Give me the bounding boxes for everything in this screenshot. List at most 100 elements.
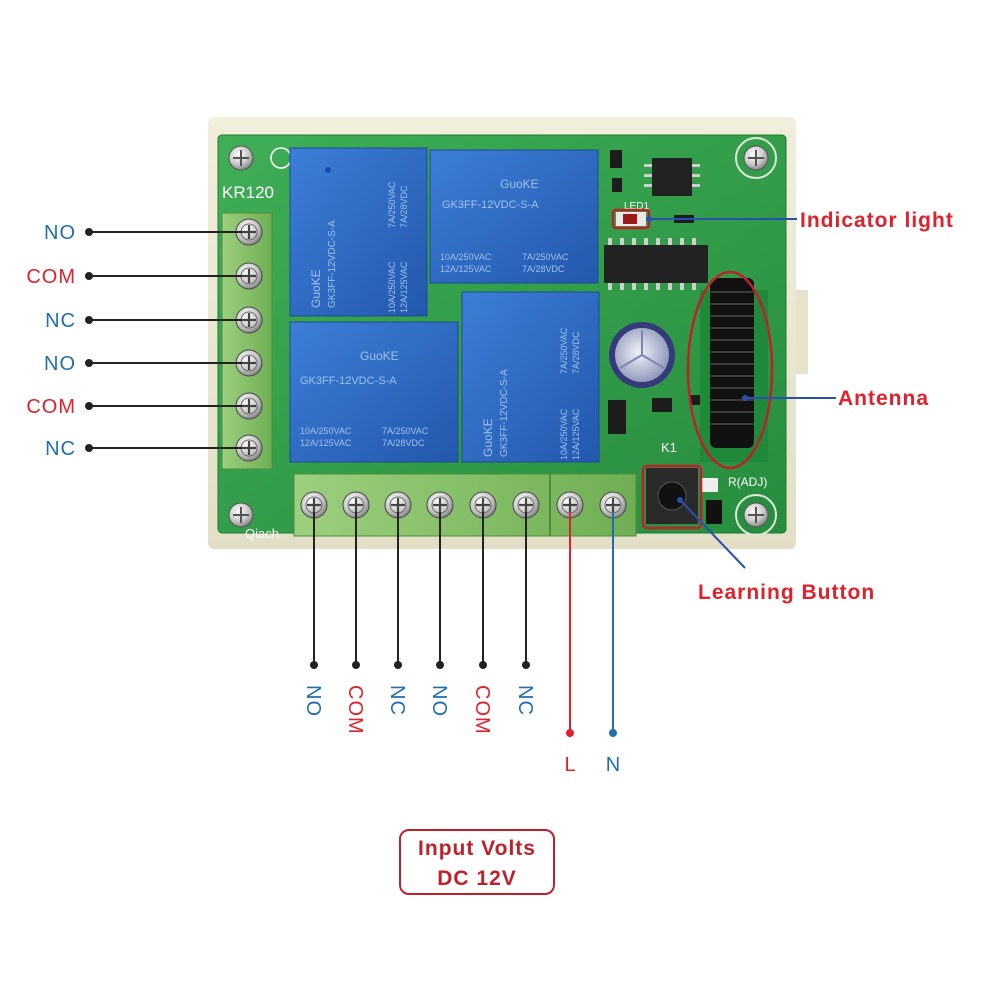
lead-end-dot bbox=[566, 729, 574, 737]
relay-4: GuoKE GK3FF-12VDC-S-A 10A/250VAC 12A/125… bbox=[461, 291, 600, 463]
bottom-terminal-lead: NC bbox=[386, 512, 408, 716]
terminal-screw-icon bbox=[469, 491, 497, 519]
relay-part: GK3FF-12VDC-S-A bbox=[327, 220, 338, 308]
relay-brand: GuoKE bbox=[481, 418, 495, 457]
lead-end-dot bbox=[85, 316, 93, 324]
relay-part: GK3FF-12VDC-S-A bbox=[300, 375, 397, 387]
board-maker-label: Qiach bbox=[245, 526, 279, 541]
left-terminal-label: COM bbox=[26, 266, 76, 288]
terminal-screw-icon bbox=[599, 491, 627, 519]
learning-button-cap[interactable] bbox=[657, 481, 687, 511]
terminal-screw-icon bbox=[235, 218, 263, 246]
relay-rating: 7A/250VAC bbox=[559, 327, 569, 374]
learning-button-label: Learning Button bbox=[698, 581, 875, 604]
bottom-terminal-lead: NC bbox=[514, 512, 536, 716]
board-model-label: KR120 bbox=[222, 183, 274, 202]
lead-end-dot bbox=[85, 272, 93, 280]
relay-rating: 12A/125VAC bbox=[399, 261, 409, 313]
indicator-callout: Indicator light bbox=[611, 208, 954, 232]
relay-rating: 7A/250VAC bbox=[387, 181, 397, 228]
relay-part: GK3FF-12VDC-S-A bbox=[499, 369, 510, 457]
lead-end-dot bbox=[85, 444, 93, 452]
chip-decoder bbox=[604, 238, 708, 290]
relay-brand: GuoKE bbox=[500, 177, 539, 191]
left-terminal-label: NO bbox=[44, 222, 76, 244]
relay-brand: GuoKE bbox=[309, 269, 323, 308]
relay-marker-dot bbox=[325, 167, 331, 173]
bottom-terminal-label: N bbox=[606, 754, 620, 776]
relay-part: GK3FF-12VDC-S-A bbox=[442, 199, 539, 211]
mount-screw-icon bbox=[228, 502, 254, 528]
terminal-screw-icon bbox=[342, 491, 370, 519]
led-label: LED1 bbox=[624, 201, 649, 212]
lead-end-dot bbox=[85, 228, 93, 236]
bottom-terminal-lead: N bbox=[606, 512, 620, 776]
bottom-terminal-label: L bbox=[564, 754, 575, 776]
learning-highlight bbox=[641, 464, 703, 530]
chip-regulator bbox=[644, 158, 700, 196]
left-terminal-lead: COM bbox=[26, 396, 242, 418]
bottom-terminal-lead: NO bbox=[428, 512, 450, 717]
bottom-terminal-label: NO bbox=[428, 685, 450, 717]
left-terminal-lead: NO bbox=[44, 222, 242, 244]
left-terminal-lead: NC bbox=[45, 438, 242, 460]
lead-end-dot bbox=[609, 729, 617, 737]
lead-end-dot bbox=[436, 661, 444, 669]
relay-rating: 7A/250VAC bbox=[522, 252, 569, 262]
left-terminal-label: NC bbox=[45, 310, 76, 332]
mounting-screws bbox=[228, 137, 777, 536]
terminal-screw-icon bbox=[235, 392, 263, 420]
relay-rating: 7A/28VDC bbox=[571, 331, 581, 374]
bottom-terminal-label: COM bbox=[471, 685, 493, 735]
relay-brand: GuoKE bbox=[360, 349, 399, 363]
indicator-light-label: Indicator light bbox=[800, 209, 954, 232]
lead-end-dot bbox=[394, 661, 402, 669]
lead-end-dot bbox=[85, 359, 93, 367]
relay-rating: 7A/250VAC bbox=[382, 426, 429, 436]
bottom-terminal-lead: L bbox=[564, 512, 576, 776]
left-terminal-lead: NC bbox=[45, 310, 242, 332]
indicator-led bbox=[616, 212, 646, 226]
mount-screw-icon bbox=[735, 494, 777, 536]
bottom-terminal-label: NO bbox=[302, 685, 324, 717]
relay-rating: 7A/28VDC bbox=[399, 185, 409, 228]
bottom-terminal-label: NC bbox=[514, 685, 536, 716]
learning-callout: Learning Button bbox=[641, 464, 875, 604]
bottom-terminal-lead: COM bbox=[344, 512, 366, 735]
antenna-highlight bbox=[686, 270, 774, 470]
relay-2: GuoKE GK3FF-12VDC-S-A 10A/250VAC 12A/125… bbox=[429, 149, 599, 284]
antenna-coil bbox=[700, 278, 768, 462]
left-terminal-lead: NO bbox=[44, 353, 242, 375]
antenna-label: Antenna bbox=[838, 387, 929, 410]
mount-screw-icon bbox=[735, 137, 777, 179]
lead-end-dot bbox=[352, 661, 360, 669]
relay-3: GuoKE GK3FF-12VDC-S-A 10A/250VAC 12A/125… bbox=[289, 321, 459, 463]
left-terminal-lead: COM bbox=[26, 266, 242, 288]
bottom-terminal-label: COM bbox=[344, 685, 366, 735]
relay-rating: 10A/250VAC bbox=[300, 426, 352, 436]
bottom-terminal-leaders: NO COM NC NO COM NC L N bbox=[302, 512, 620, 776]
terminal-screw-icon bbox=[556, 491, 584, 519]
mount-screw-icon bbox=[228, 145, 254, 171]
learning-button[interactable] bbox=[646, 468, 698, 524]
input-volts-line1: Input Volts bbox=[418, 837, 536, 860]
bottom-terminal-lead: NO bbox=[302, 512, 324, 717]
capacitor bbox=[609, 322, 675, 388]
input-volts-box: Input Volts DC 12V bbox=[399, 829, 555, 895]
bottom-terminal-label: NC bbox=[386, 685, 408, 716]
relay-rating: 10A/250VAC bbox=[559, 408, 569, 460]
left-terminal-label: NC bbox=[45, 438, 76, 460]
lead-end-dot bbox=[479, 661, 487, 669]
lead-end-dot bbox=[85, 402, 93, 410]
button-label: K1 bbox=[661, 440, 677, 455]
relay-rating: 12A/125VAC bbox=[571, 408, 581, 460]
left-terminal-block bbox=[221, 212, 273, 470]
input-volts-line2: DC 12V bbox=[437, 867, 517, 890]
relay-rating: 12A/125VAC bbox=[300, 438, 352, 448]
lead-end-dot bbox=[310, 661, 318, 669]
resistor-label: R(ADJ) bbox=[728, 475, 767, 489]
relay-rating: 7A/28VDC bbox=[382, 438, 425, 448]
left-terminal-label: NO bbox=[44, 353, 76, 375]
lead-end-dot bbox=[522, 661, 530, 669]
